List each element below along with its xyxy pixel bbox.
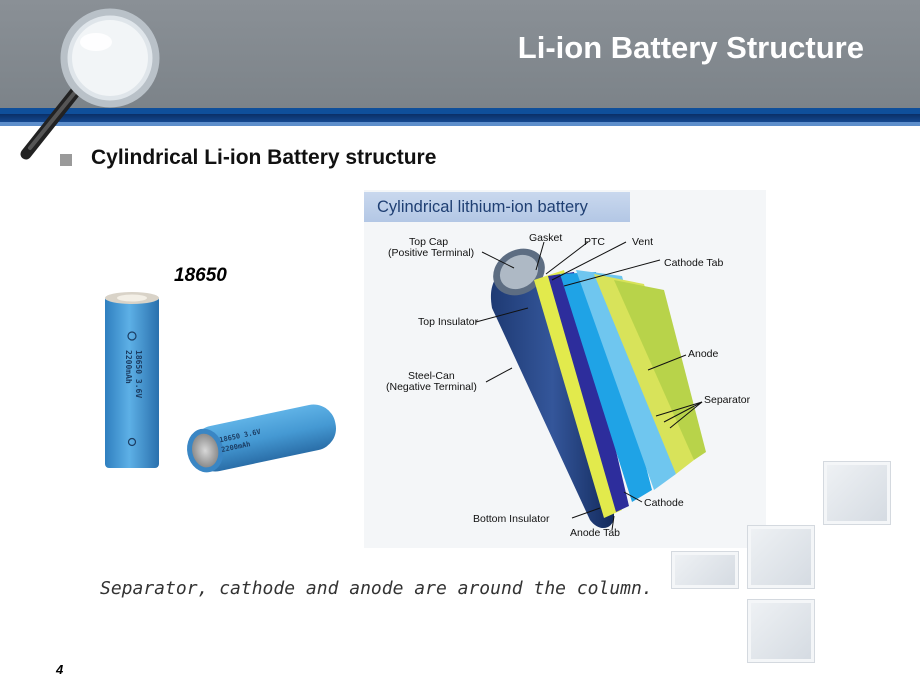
label-bottom-insulator: Bottom Insulator bbox=[473, 513, 550, 525]
decorative-square bbox=[672, 552, 738, 588]
label-top-cap-sub: (Positive Terminal) bbox=[388, 247, 475, 259]
battery-cutaway-illustration bbox=[475, 241, 706, 531]
header-stripe-dark bbox=[0, 114, 920, 122]
decorative-square bbox=[748, 600, 814, 662]
slide-caption: Separator, cathode and anode are around … bbox=[100, 578, 653, 599]
battery-diagram: Cylindrical lithium-ion battery bbox=[364, 190, 766, 548]
decorative-square bbox=[748, 526, 814, 588]
slide-title: Li-ion Battery Structure bbox=[517, 30, 864, 65]
header-stripe bbox=[0, 108, 920, 114]
label-steel-can: Steel-Can bbox=[408, 370, 455, 382]
label-cathode: Cathode bbox=[644, 497, 684, 509]
label-vent: Vent bbox=[632, 236, 654, 248]
label-top-cap: Top Cap bbox=[409, 236, 449, 248]
diagram-title: Cylindrical lithium-ion battery bbox=[364, 192, 630, 222]
label-separator: Separator bbox=[704, 394, 751, 406]
bullet-marker bbox=[60, 154, 72, 166]
label-steel-can-sub: (Negative Terminal) bbox=[386, 381, 477, 393]
cell-print-1: 18650 3.6V bbox=[134, 350, 143, 398]
model-label: 18650 bbox=[174, 265, 227, 286]
battery-cells-image: 18650 3.6V 2200mAh 18650 3.6V 2200mAh bbox=[105, 292, 336, 473]
label-ptc: PTC bbox=[584, 236, 605, 248]
label-anode-tab: Anode Tab bbox=[570, 527, 621, 539]
page-number: 4 bbox=[56, 662, 64, 677]
label-gasket: Gasket bbox=[529, 232, 563, 244]
header-stripe-light bbox=[0, 122, 920, 126]
decorative-square bbox=[824, 462, 890, 524]
label-anode: Anode bbox=[688, 348, 719, 360]
label-cathode-tab: Cathode Tab bbox=[664, 257, 724, 269]
cell-print-2: 2200mAh bbox=[124, 350, 133, 384]
slide-heading: Cylindrical Li-ion Battery structure bbox=[91, 146, 437, 169]
magnifier-icon bbox=[20, 8, 160, 160]
label-top-insulator: Top Insulator bbox=[418, 316, 479, 328]
